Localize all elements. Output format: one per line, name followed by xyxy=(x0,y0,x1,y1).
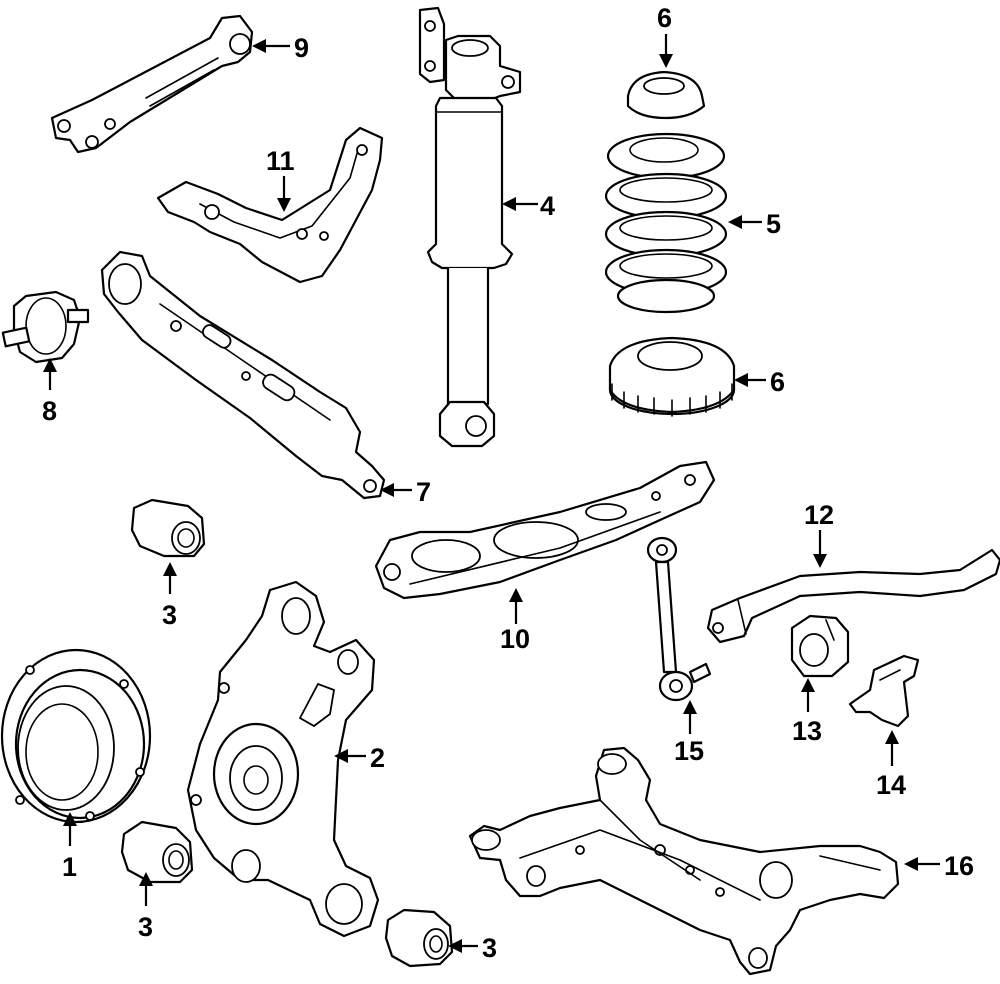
callout-6-top: 6 xyxy=(657,3,672,33)
callout-6-bottom: 6 xyxy=(770,367,785,397)
part-5-coil-spring[interactable] xyxy=(604,132,728,314)
part-8-bushing[interactable] xyxy=(1,290,90,364)
part-6-upper-spring-seat[interactable] xyxy=(626,70,706,120)
callout-11: 11 xyxy=(266,146,295,176)
part-12-stabilizer-bar[interactable] xyxy=(706,548,1000,644)
callout-14: 14 xyxy=(876,770,906,800)
part-3-bushing-lower-left[interactable] xyxy=(120,820,194,884)
callout-3-lower-left: 3 xyxy=(138,912,153,942)
part-3-bushing-lower-right[interactable] xyxy=(384,908,454,968)
part-4-shock-absorber[interactable] xyxy=(418,6,522,448)
callout-10: 10 xyxy=(500,624,530,654)
callout-5: 5 xyxy=(766,209,781,239)
part-10-lower-control-arm[interactable] xyxy=(374,460,716,600)
callout-3-upper: 3 xyxy=(162,600,177,630)
part-14-bracket[interactable] xyxy=(848,654,920,728)
part-7-trailing-arm[interactable] xyxy=(100,250,386,500)
part-9-upper-link[interactable] xyxy=(50,14,254,154)
callout-2: 2 xyxy=(370,743,385,773)
part-15-stabilizer-link[interactable] xyxy=(646,536,712,702)
part-1-hub-bearing[interactable] xyxy=(0,648,152,824)
callout-9: 9 xyxy=(294,33,309,63)
part-16-subframe[interactable] xyxy=(468,746,900,976)
callout-1: 1 xyxy=(62,852,77,882)
part-6-lower-spring-seat[interactable] xyxy=(608,336,736,417)
callout-16: 16 xyxy=(944,851,974,881)
part-11-camber-arm[interactable] xyxy=(156,126,384,284)
leader-lines xyxy=(43,34,940,953)
part-3-bushing-upper[interactable] xyxy=(130,498,206,558)
callout-3-lower-right: 3 xyxy=(482,933,497,963)
callout-4: 4 xyxy=(540,191,555,221)
callout-12: 12 xyxy=(804,500,834,530)
callout-13: 13 xyxy=(792,716,822,746)
callout-15: 15 xyxy=(674,736,704,766)
callout-labels: 9 4 6 5 11 8 6 7 3 12 10 13 15 2 14 1 16… xyxy=(42,3,974,963)
callout-8: 8 xyxy=(42,396,57,426)
part-2-knuckle[interactable] xyxy=(186,580,380,938)
callout-7: 7 xyxy=(416,477,431,507)
part-13-stabilizer-bushing[interactable] xyxy=(790,614,850,678)
